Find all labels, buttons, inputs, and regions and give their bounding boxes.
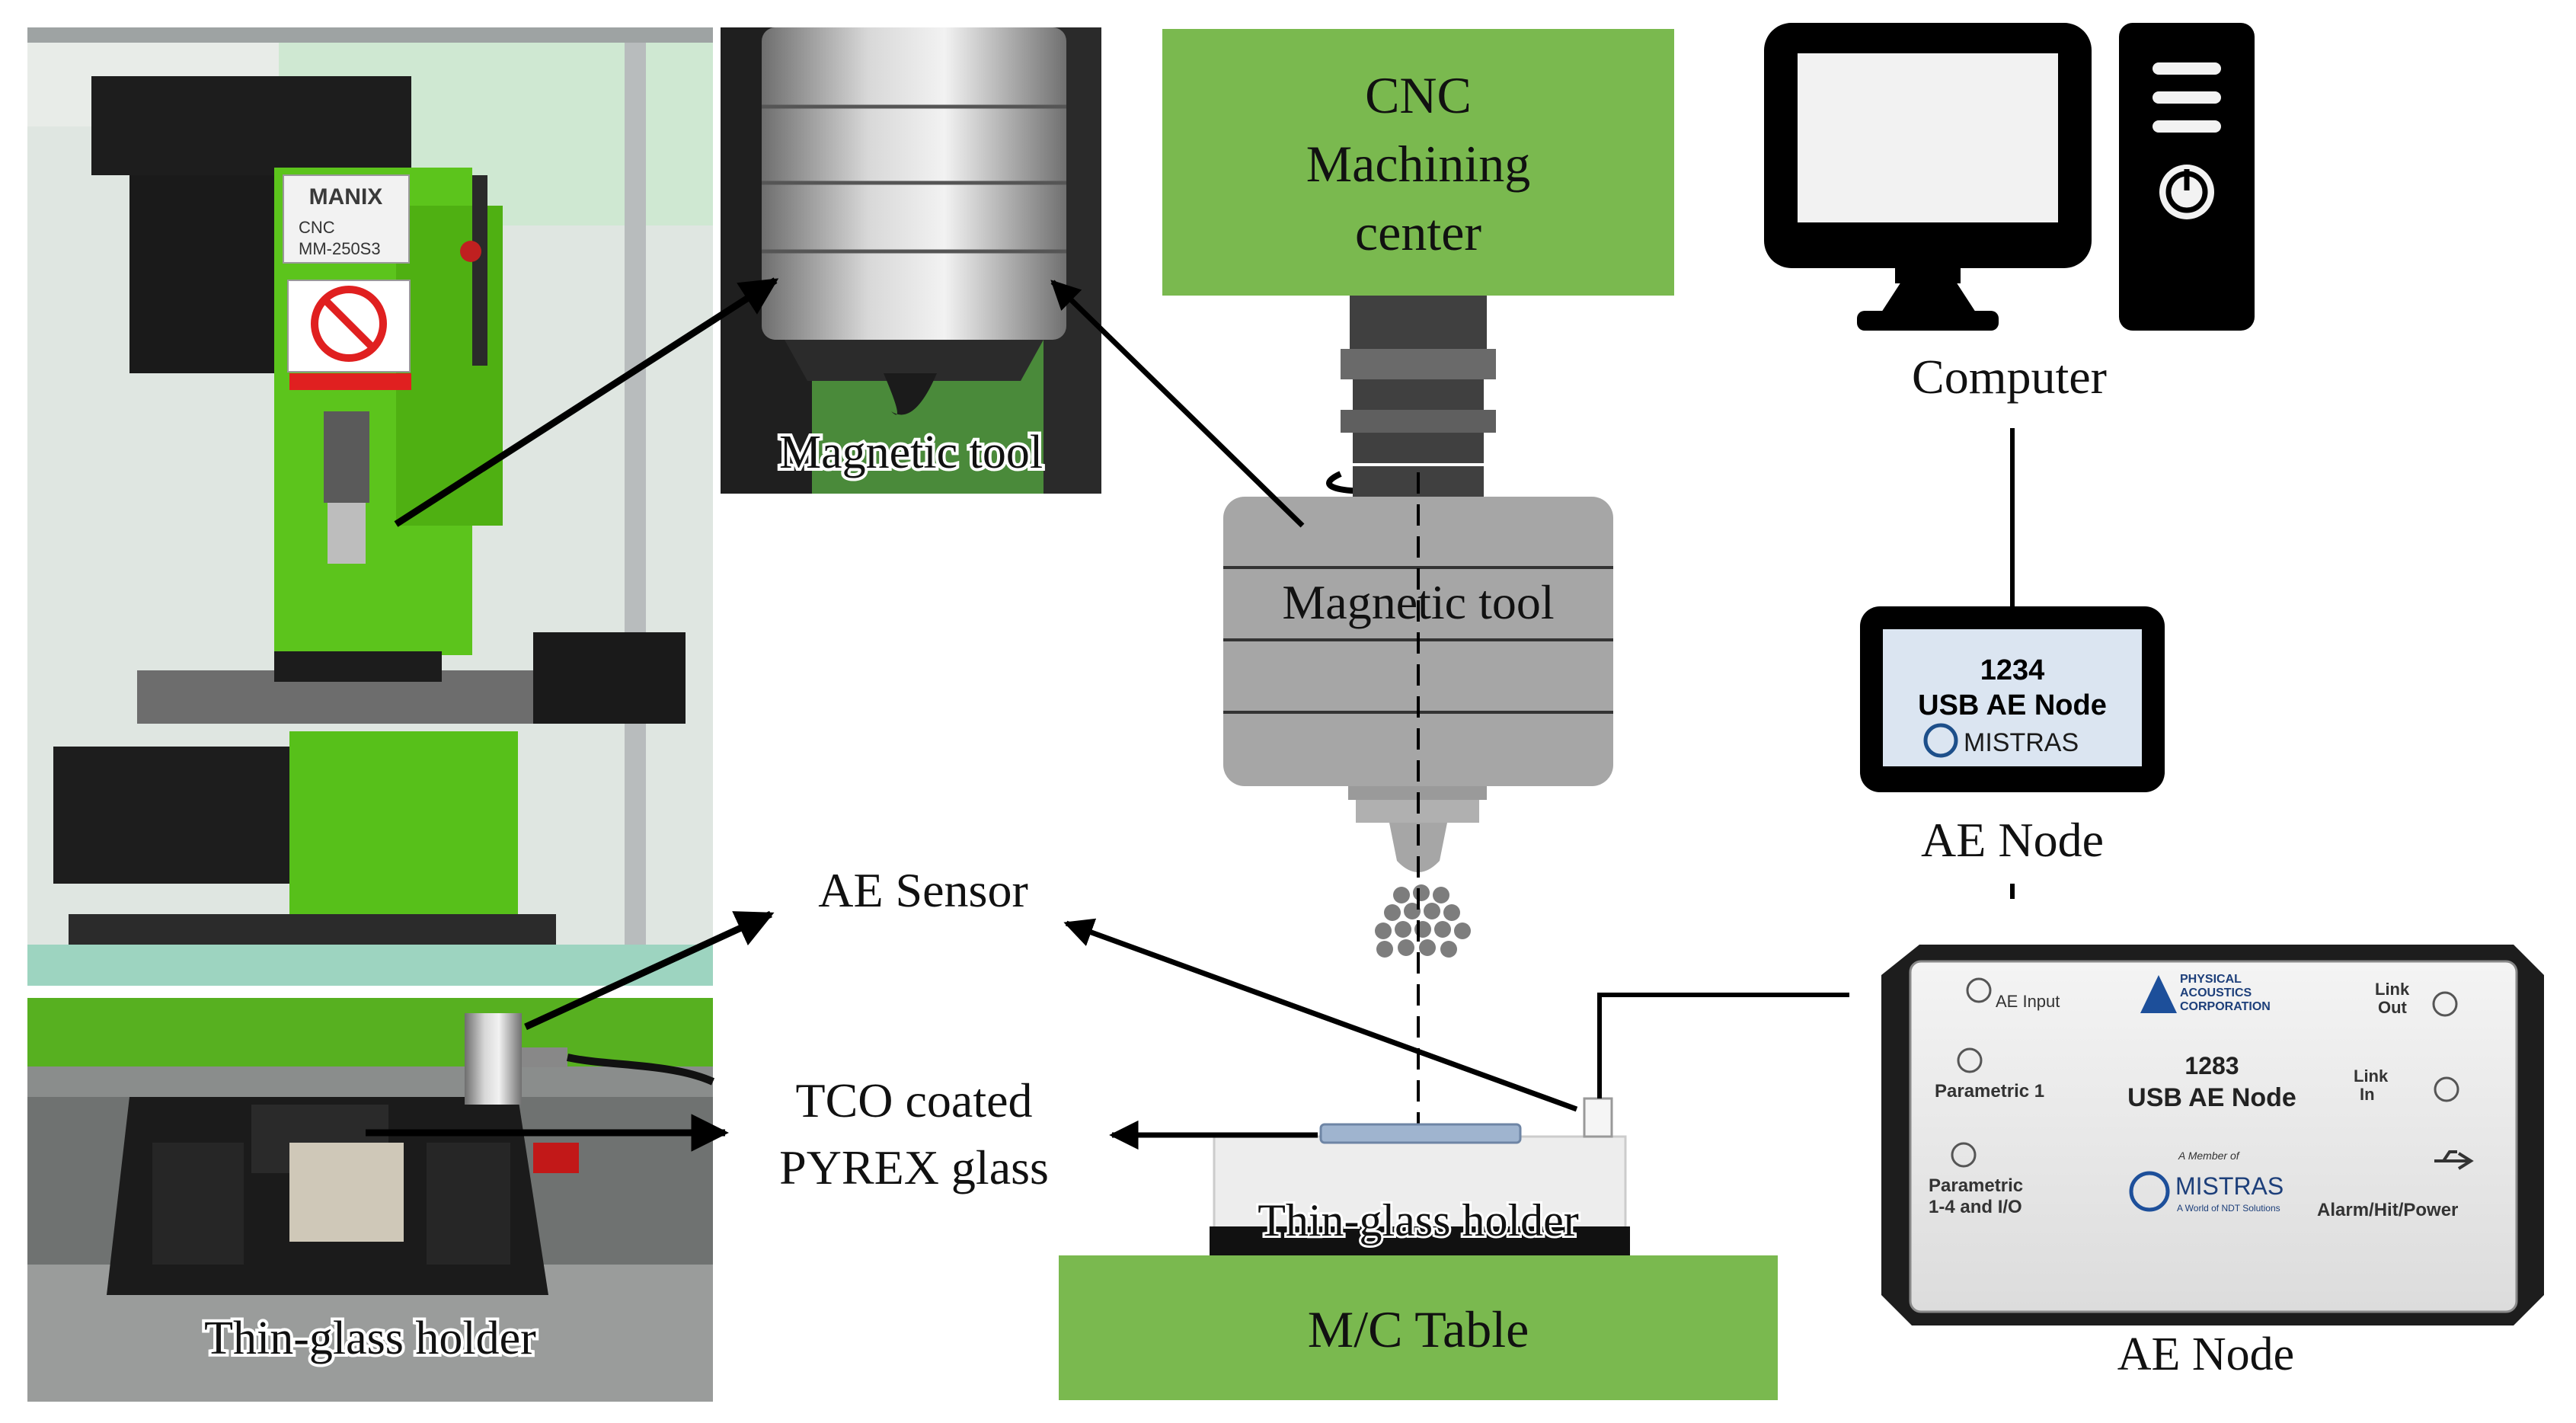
ae-photo-model-number: 1283 [2184,1052,2239,1079]
abrasive-particles [1375,884,1471,958]
ae-photo-link-out-2: Out [2378,998,2408,1017]
ae-photo-parametric-1: Parametric 1 [1935,1081,2044,1102]
pac-logo-icon [2140,975,2177,1013]
thin-glass-holder-body [1213,1135,1627,1237]
ae-node-screen-line1: 1234 [1980,654,2045,686]
ae-photo-company-line1: PHYSICAL [2180,973,2242,986]
ae-input-port-icon [1966,977,1992,1003]
mc-table-label: M/C Table [1308,1300,1529,1358]
mistras-logo-icon [1923,723,1958,758]
ae-photo-alarm: Alarm/Hit/Power [2317,1200,2458,1220]
machine-model-line2: MM-250S3 [299,239,381,258]
ae-photo-model-name: USB AE Node [2127,1083,2296,1112]
holder-label: Thin-glass holder [1258,1195,1579,1246]
parametric-1-port-icon [1957,1047,1983,1073]
ae-photo-company-line2: ACOUSTICS [2180,987,2252,999]
glass-label-line1: TCO coated [796,1073,1033,1127]
tool-to-photo-arrow [1050,280,1305,528]
ae-sensor-block [1583,1097,1613,1138]
ae-node-icon: 1234 USB AE Node MISTRAS [1860,606,2165,792]
ae-node-screen-line3: MISTRAS [1964,728,2079,757]
ae-node-photo: PHYSICAL ACOUSTICS CORPORATION 1283 USB … [1849,899,2570,1402]
ae-photo-port-ae-input: AE Input [1996,992,2060,1011]
sensor-label-arrow [1063,918,1578,1112]
photo-callout-arrows [366,277,779,1152]
cnc-box-line2: Machining [1306,135,1531,193]
machine-to-tool-arrow [394,277,779,527]
computer-icon [1764,23,2255,331]
holder-photo: Thin-glass holder [27,998,715,1402]
glass-sample [1319,1123,1522,1144]
ae-photo-brand: MISTRAS [2175,1172,2284,1200]
cnc-machining-center-box [1162,29,1674,296]
ae-node-photo-label: AE Node [2117,1329,2294,1380]
ae-sensor-label: AE Sensor [818,863,1028,917]
ae-photo-parametric-14-line1: Parametric [1929,1175,2023,1196]
usb-icon [2434,1150,2474,1170]
schematic-callouts: AE Sensor TCO coated PYREX glass [779,280,1578,1194]
cnc-machine-photo: MANIX CNC MM-250S3 [27,27,713,986]
machine-brand-text: MANIX [309,184,383,209]
link-in-port-icon [2434,1076,2459,1102]
ae-photo-link-in-1: Link [2354,1066,2389,1086]
magnetic-tool-photo: Magnetic tool [721,27,1101,494]
cnc-box-line1: CNC [1365,66,1472,124]
machine-model-line1: CNC [299,218,335,237]
link-out-port-icon [2432,991,2458,1017]
parametric-14-port-icon [1951,1142,1977,1168]
computer-label: Computer [1912,350,2107,404]
cnc-box-line3: center [1355,203,1481,261]
glass-label-line2: PYREX glass [779,1140,1049,1194]
mc-table-box [1059,1255,1778,1400]
ae-node-screen-line2: USB AE Node [1918,689,2107,721]
cnc-schematic: CNC Machining center Magnetic tool [1059,29,1778,1400]
ae-photo-company-line3: CORPORATION [2180,1000,2271,1013]
ae-node-label: AE Node [1921,813,2104,867]
ae-photo-link-out-1: Link [2375,980,2410,999]
holder-photo-label: Thin-glass holder [204,1313,536,1364]
ae-photo-link-in-2: In [2360,1085,2375,1104]
magnetic-tool-photo-label: Magnetic tool [779,427,1043,478]
ae-photo-tagline: A World of NDT Solutions [2177,1203,2280,1214]
ae-photo-member-of: A Member of [2178,1150,2241,1162]
sensor-photo-arrow [524,910,775,1031]
ae-photo-parametric-14-line2: 1-4 and I/O [1929,1197,2022,1217]
ae-photo-mistras-logo-icon [2129,1171,2170,1212]
